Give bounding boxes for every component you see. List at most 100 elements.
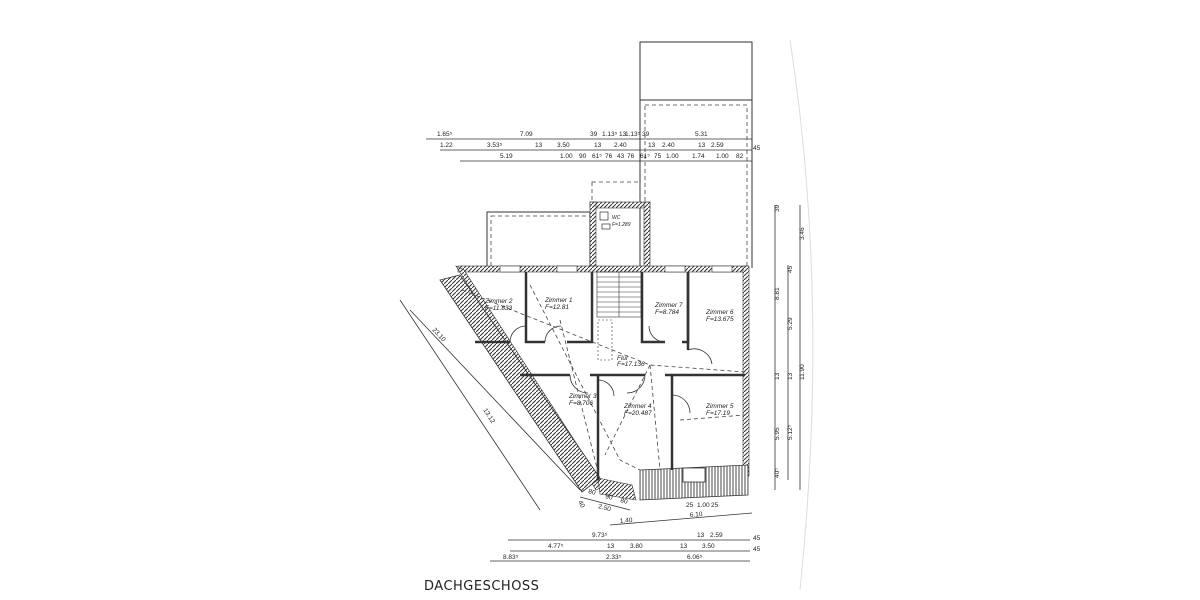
room-name: Zimmer 7 <box>654 302 683 309</box>
svg-text:1.00: 1.00 <box>666 153 679 160</box>
room-area: F=13.675 <box>706 316 734 323</box>
balcony <box>486 211 591 269</box>
svg-text:90: 90 <box>604 493 613 502</box>
room-name: Zimmer 1 <box>544 297 573 304</box>
room-name: Zimmer 4 <box>623 403 652 410</box>
svg-text:13: 13 <box>648 142 656 149</box>
svg-text:3.50: 3.50 <box>557 142 570 149</box>
roof-slope-bottom <box>639 464 749 501</box>
room-labels: Zimmer 2 F=11.833 Zimmer 1 F=12.81 Zimme… <box>484 215 734 417</box>
svg-text:39: 39 <box>774 204 781 212</box>
staircase <box>596 271 642 361</box>
svg-text:45: 45 <box>787 265 794 273</box>
svg-text:13: 13 <box>607 543 615 550</box>
svg-text:3.46: 3.46 <box>799 227 806 240</box>
svg-text:90: 90 <box>579 153 587 160</box>
svg-text:13: 13 <box>619 131 627 138</box>
room-area: F=11.833 <box>485 305 513 312</box>
dimension-lines <box>399 138 801 562</box>
room-area: F=8.784 <box>655 309 679 316</box>
room-name: Zimmer 5 <box>705 403 734 410</box>
room-name: Flur <box>617 355 629 362</box>
svg-text:1.40: 1.40 <box>620 517 634 525</box>
svg-text:2.40: 2.40 <box>662 142 675 149</box>
svg-text:8.81: 8.81 <box>774 287 781 300</box>
svg-text:1.22: 1.22 <box>440 142 453 149</box>
svg-text:82: 82 <box>736 153 744 160</box>
svg-text:39: 39 <box>642 131 650 138</box>
svg-text:1.00: 1.00 <box>697 502 710 509</box>
svg-text:6.06⁵: 6.06⁵ <box>687 554 703 561</box>
svg-text:5.19: 5.19 <box>500 153 513 160</box>
room-name: Zimmer 3 <box>568 393 597 400</box>
dims-bottom: 9.73⁵ 13 2.59 45 4.77⁵ 13 3.80 13 3.50 4… <box>503 532 761 561</box>
svg-text:45: 45 <box>753 145 761 152</box>
annex-outline <box>639 41 753 101</box>
svg-text:2.59: 2.59 <box>710 532 723 539</box>
svg-text:6.10: 6.10 <box>690 511 704 519</box>
svg-text:9.73⁵: 9.73⁵ <box>592 532 608 539</box>
svg-text:5.95: 5.95 <box>774 427 781 440</box>
svg-text:3.50: 3.50 <box>702 543 715 550</box>
svg-text:43: 43 <box>617 153 625 160</box>
svg-text:3.80: 3.80 <box>630 543 643 550</box>
svg-text:1.00: 1.00 <box>560 153 573 160</box>
svg-text:8.83⁵: 8.83⁵ <box>503 554 519 561</box>
svg-text:13: 13 <box>787 372 794 380</box>
svg-text:61⁵: 61⁵ <box>640 153 650 160</box>
terrace-dashed <box>644 104 748 269</box>
svg-text:2.40: 2.40 <box>614 142 627 149</box>
room-area: F=17.19 <box>706 410 730 417</box>
svg-text:2.50: 2.50 <box>597 503 611 513</box>
svg-text:13: 13 <box>680 543 688 550</box>
svg-text:80: 80 <box>587 488 596 497</box>
svg-text:1.74: 1.74 <box>692 153 705 160</box>
svg-text:5.31: 5.31 <box>695 131 708 138</box>
svg-text:13: 13 <box>535 142 543 149</box>
room-name: WC <box>612 215 621 221</box>
floor-title: DACHGESCHOSS <box>424 579 539 594</box>
room-name: Zimmer 2 <box>484 298 513 305</box>
svg-text:39: 39 <box>590 131 598 138</box>
roof-slope-left <box>439 274 601 493</box>
svg-text:7.09: 7.09 <box>520 131 533 138</box>
dims-top: 1.65⁵ 7.09 39 1.13⁵ 13 1.13⁵ 39 5.31 1.2… <box>437 131 761 160</box>
svg-text:25: 25 <box>686 502 694 509</box>
svg-text:13: 13 <box>774 372 781 380</box>
room-name: Zimmer 6 <box>705 309 734 316</box>
sink-icon <box>601 223 611 230</box>
svg-text:40⁵: 40⁵ <box>774 468 781 478</box>
svg-text:13: 13 <box>698 142 706 149</box>
svg-text:76: 76 <box>605 153 613 160</box>
toilet-icon <box>599 211 609 221</box>
svg-text:76: 76 <box>627 153 635 160</box>
roof-lines <box>461 284 746 481</box>
room-area: F=12.81 <box>545 304 569 311</box>
room-area: F=17.136 <box>617 361 645 368</box>
room-area: F=20.487 <box>624 410 652 417</box>
svg-text:45: 45 <box>753 546 761 553</box>
page-edge <box>789 39 814 591</box>
interior-walls <box>475 272 745 480</box>
room-area: F=8.706 <box>569 400 593 407</box>
svg-text:80: 80 <box>619 497 628 506</box>
dims-right: 39 8.81 13 5.95 40⁵ 45 5.29 13 5.12⁵ 3.4… <box>774 204 806 478</box>
svg-text:2.33⁵: 2.33⁵ <box>606 554 622 561</box>
svg-text:13.12: 13.12 <box>481 407 496 425</box>
svg-text:40: 40 <box>576 500 586 510</box>
svg-text:11.90: 11.90 <box>799 364 806 380</box>
svg-text:13: 13 <box>594 142 602 149</box>
svg-text:25: 25 <box>711 502 719 509</box>
svg-text:5.29: 5.29 <box>787 317 794 330</box>
svg-text:1.13⁵: 1.13⁵ <box>625 131 641 138</box>
svg-text:4.77⁵: 4.77⁵ <box>548 543 564 550</box>
svg-text:2.59: 2.59 <box>711 142 724 149</box>
svg-text:1.13⁵: 1.13⁵ <box>602 131 618 138</box>
svg-text:3.53⁵: 3.53⁵ <box>487 142 503 149</box>
svg-text:5.12⁵: 5.12⁵ <box>787 424 794 440</box>
svg-text:61⁵: 61⁵ <box>592 153 602 160</box>
svg-text:45: 45 <box>753 535 761 542</box>
svg-text:75: 75 <box>654 153 662 160</box>
svg-text:13: 13 <box>697 532 705 539</box>
